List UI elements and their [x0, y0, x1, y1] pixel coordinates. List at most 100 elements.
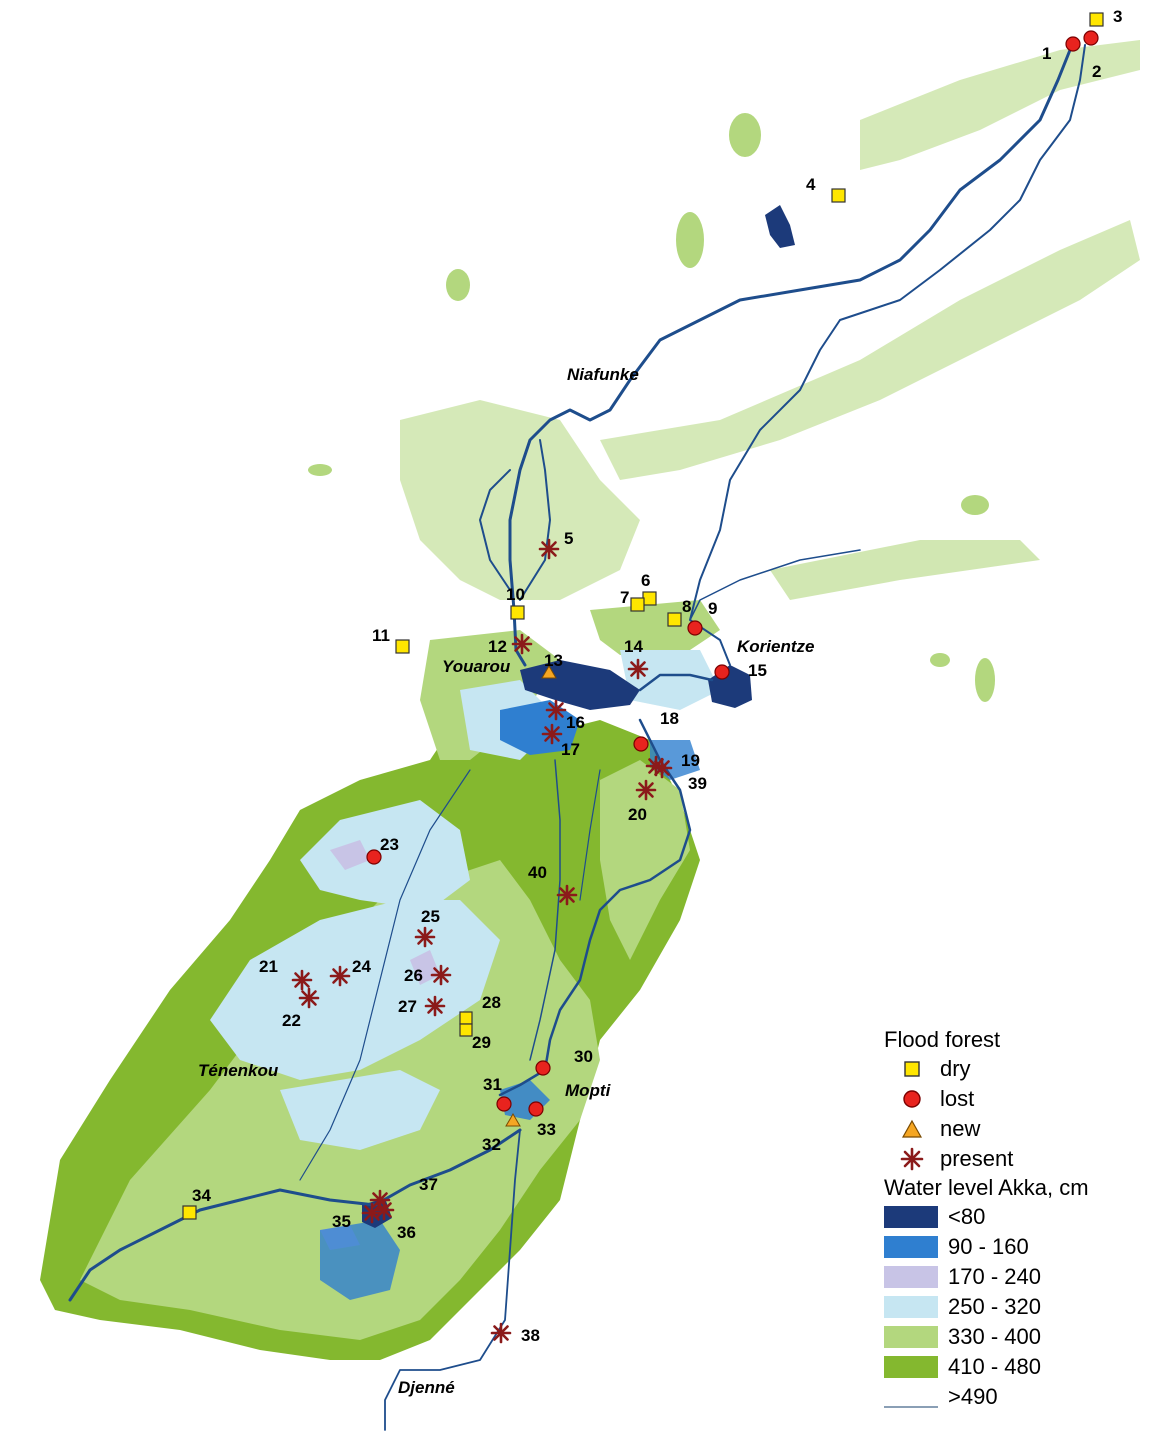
legend-item-new: new — [884, 1114, 1144, 1144]
svg-text:19: 19 — [681, 751, 700, 770]
svg-text:2: 2 — [1092, 62, 1101, 81]
site-32-new[interactable]: 32 — [482, 1113, 521, 1154]
site-39-present[interactable]: 39 — [645, 755, 707, 793]
svg-text:28: 28 — [482, 993, 501, 1012]
bani-river — [68, 1128, 522, 1302]
present-star-icon — [291, 969, 313, 991]
site-24-present[interactable]: 24 — [329, 957, 371, 987]
present-star-icon — [627, 658, 649, 680]
svg-text:6: 6 — [641, 571, 650, 590]
site-18-lost[interactable]: 18 — [633, 709, 679, 752]
legend-water-item: 170 - 240 — [884, 1262, 1144, 1292]
svg-text:3: 3 — [1113, 7, 1122, 26]
main-river-north — [508, 43, 1074, 667]
legend-water-label: >490 — [948, 1384, 998, 1409]
site-1-lost[interactable]: 1 — [1042, 36, 1081, 63]
svg-text:1: 1 — [1042, 44, 1051, 63]
legend-label-new: new — [940, 1116, 981, 1141]
svg-text:7: 7 — [620, 588, 629, 607]
svg-text:30: 30 — [574, 1047, 593, 1066]
river-loop-west — [479, 469, 511, 591]
svg-text:22: 22 — [282, 1011, 301, 1030]
svg-text:10: 10 — [506, 585, 525, 604]
water-level-swatch — [884, 1296, 938, 1318]
site-40-present[interactable]: 40 — [528, 863, 578, 906]
place-djenne: Djenné — [398, 1378, 455, 1397]
river-loop-mid — [519, 439, 551, 601]
site-7-dry[interactable]: 7 — [620, 588, 645, 612]
present-star-icon — [541, 723, 563, 745]
map-legend: Flood forest dry lost new — [884, 1026, 1144, 1412]
site-4-dry[interactable]: 4 — [806, 175, 846, 203]
site-27-present[interactable]: 27 — [398, 995, 446, 1017]
water-level-swatch — [884, 1386, 938, 1408]
place-labels: Niafunke Youarou Korientze Mopti Ténenko… — [198, 365, 814, 1397]
site-markers: 1 2 3 4 5 6 7 8 — [182, 7, 1122, 1345]
site-38-present[interactable]: 38 — [490, 1322, 540, 1345]
site-14-present[interactable]: 14 — [624, 637, 649, 680]
svg-text:20: 20 — [628, 805, 647, 824]
site-23-lost[interactable]: 23 — [366, 835, 399, 865]
place-niafunke: Niafunke — [567, 365, 639, 384]
site-29-dry[interactable]: 29 — [459, 1023, 491, 1052]
bani-river-djenne — [384, 1129, 521, 1431]
svg-text:18: 18 — [660, 709, 679, 728]
site-13-new[interactable]: 13 — [541, 651, 563, 679]
svg-text:39: 39 — [688, 774, 707, 793]
legend-water-label: <80 — [948, 1204, 986, 1229]
site-17-present[interactable]: 17 — [541, 723, 580, 759]
svg-text:25: 25 — [421, 907, 440, 926]
svg-text:16: 16 — [566, 713, 585, 732]
site-28-dry[interactable]: 28 — [459, 993, 501, 1025]
site-25-present[interactable]: 25 — [414, 907, 440, 948]
svg-text:26: 26 — [404, 966, 423, 985]
svg-text:14: 14 — [624, 637, 643, 656]
legend-water-item: 410 - 480 — [884, 1352, 1144, 1382]
site-15-lost[interactable]: 15 — [714, 661, 767, 680]
site-2-lost[interactable]: 2 — [1083, 30, 1101, 81]
svg-text:34: 34 — [192, 1186, 211, 1205]
water-level-swatch — [884, 1236, 938, 1258]
rivers — [68, 43, 1086, 1431]
zone-250-320 — [210, 650, 720, 1150]
site-11-dry[interactable]: 11 — [372, 626, 410, 654]
svg-text:8: 8 — [682, 597, 691, 616]
site-9-lost[interactable]: 9 — [687, 599, 717, 636]
site-30-lost[interactable]: 30 — [535, 1047, 593, 1076]
river-branch-east — [689, 44, 1086, 666]
channel-korientze — [689, 549, 861, 621]
site-26-present[interactable]: 26 — [404, 964, 452, 986]
site-16-present[interactable]: 16 — [545, 699, 585, 732]
site-21-present[interactable]: 21 — [259, 957, 313, 991]
legend-water-label: 250 - 320 — [948, 1294, 1041, 1319]
site-20-present[interactable]: 20 — [628, 779, 657, 824]
site-12-present[interactable]: 12 — [488, 633, 533, 656]
svg-text:36: 36 — [397, 1223, 416, 1242]
svg-text:5: 5 — [564, 529, 573, 548]
legend-item-lost: lost — [884, 1084, 1144, 1114]
svg-text:24: 24 — [352, 957, 371, 976]
site-22-present[interactable]: 22 — [282, 987, 320, 1030]
legend-water-label: 330 - 400 — [948, 1324, 1041, 1349]
site-10-dry[interactable]: 10 — [506, 585, 525, 620]
svg-text:21: 21 — [259, 957, 278, 976]
dry-square-icon — [884, 1060, 940, 1078]
svg-text:23: 23 — [380, 835, 399, 854]
svg-text:12: 12 — [488, 637, 507, 656]
legend-water-title: Water level Akka, cm — [884, 1175, 1089, 1200]
river-branch-korientze — [638, 673, 714, 692]
site-5-present[interactable]: 5 — [538, 529, 573, 560]
svg-text:40: 40 — [528, 863, 547, 882]
site-3-dry[interactable]: 3 — [1089, 7, 1122, 27]
site-34-dry[interactable]: 34 — [182, 1186, 211, 1220]
site-8-dry[interactable]: 8 — [667, 597, 691, 627]
site-37-present[interactable]: 37 — [369, 1175, 438, 1211]
site-35-present[interactable]: 35 — [332, 1202, 383, 1231]
site-31-lost[interactable]: 31 — [483, 1075, 512, 1112]
site-33-lost[interactable]: 33 — [528, 1101, 556, 1139]
svg-text:38: 38 — [521, 1326, 540, 1345]
water-level-swatch — [884, 1356, 938, 1378]
legend-item-dry: dry — [884, 1054, 1144, 1084]
present-star-icon — [424, 995, 446, 1017]
